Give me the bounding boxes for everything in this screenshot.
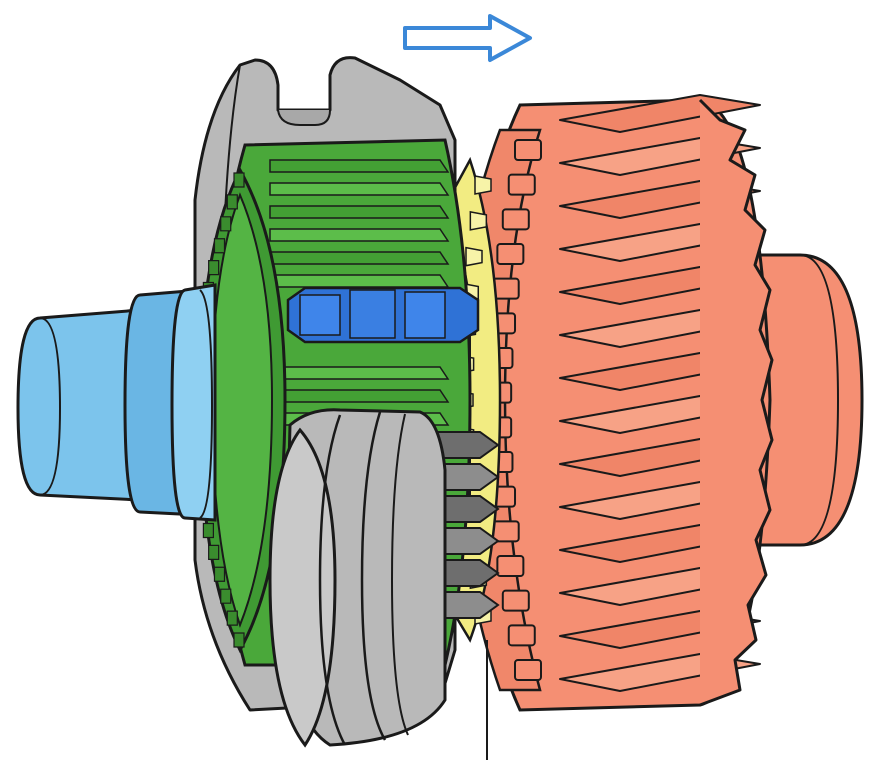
shifting-key (286, 286, 480, 344)
sleeve-teeth (429, 431, 500, 619)
hub-face-tooth (213, 238, 226, 254)
hub-face-tooth (233, 172, 245, 188)
dog-tooth (501, 589, 530, 612)
ring-tooth (465, 246, 483, 267)
dog-tooth (514, 659, 542, 681)
gear-tooth (559, 94, 761, 133)
hub-face-tooth (220, 216, 232, 232)
dog-tooth (496, 243, 525, 265)
dog-tooth (514, 139, 542, 161)
hub-face-tooth (208, 260, 220, 276)
helical-gear (468, 94, 774, 712)
dog-tooth (501, 208, 530, 231)
hub-spline (269, 366, 450, 380)
hub-face-tooth (233, 632, 245, 648)
hub-spline (269, 182, 450, 196)
hub-spline (269, 274, 450, 288)
ring-tooth (469, 210, 488, 231)
right-arrow-icon (403, 14, 532, 62)
hub-spline (269, 205, 450, 219)
hub-spline (269, 251, 450, 265)
hub-spline (269, 159, 450, 173)
dog-tooth (496, 555, 525, 577)
shift-sleeve-front (268, 408, 447, 748)
dog-tooth (507, 624, 536, 647)
hub-spline (269, 389, 450, 403)
ring-tooth (474, 175, 492, 195)
hub-face-tooth (213, 566, 226, 582)
dog-tooth (491, 520, 520, 543)
hub-face-tooth (220, 588, 232, 604)
hub-face-tooth (226, 610, 238, 626)
hub-spline (269, 228, 450, 242)
hub-face-tooth (202, 522, 214, 539)
shaft (16, 283, 217, 522)
hub-face-tooth (226, 194, 238, 210)
hub-face-tooth (208, 544, 220, 560)
dog-tooth (507, 173, 536, 196)
